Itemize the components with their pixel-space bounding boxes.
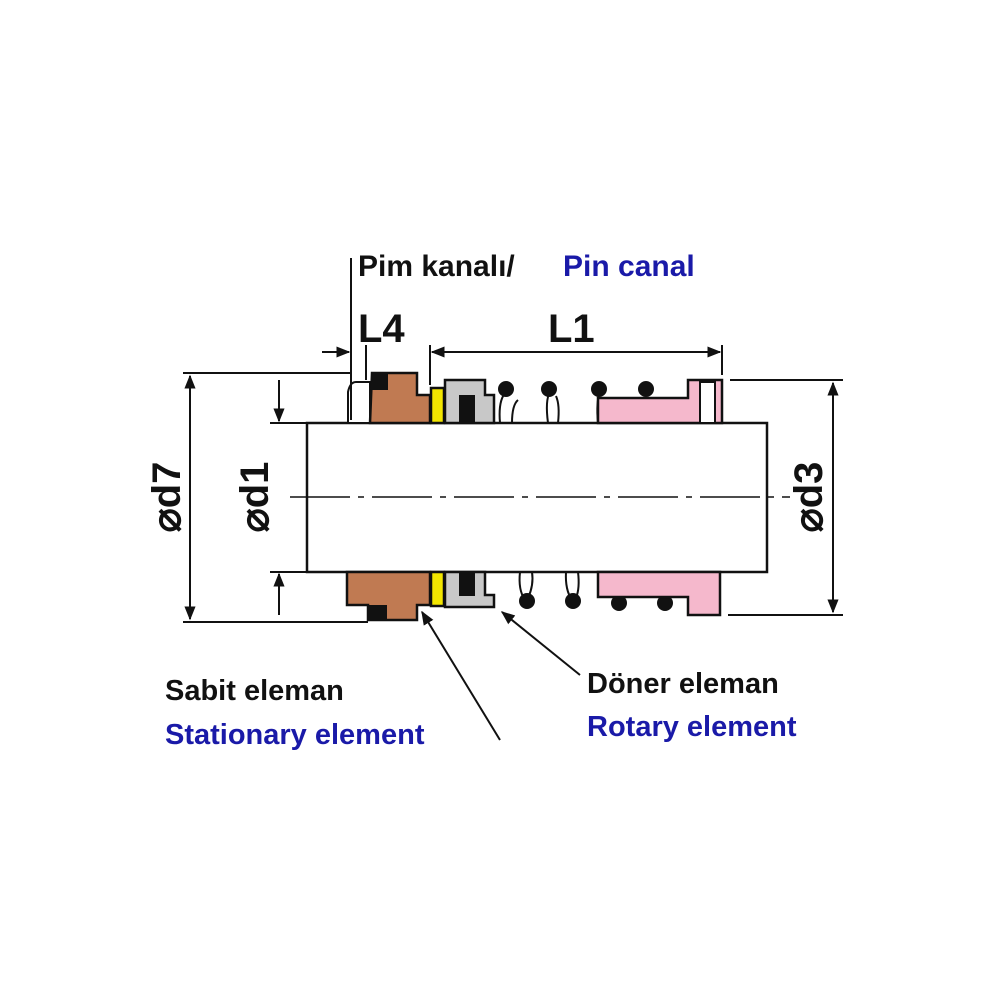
pin-slot <box>699 381 716 424</box>
leader-stationary <box>421 610 501 741</box>
seal-face-bottom <box>429 570 446 608</box>
leader-rotary <box>500 611 581 676</box>
rotary-label-en: Rotary element <box>587 711 797 743</box>
retainer-top <box>596 378 724 425</box>
o-ring-top <box>371 374 388 390</box>
stationary-label-en: Stationary element <box>165 719 425 751</box>
o-ring-bottom <box>368 605 387 621</box>
dimension-lines <box>183 258 843 741</box>
springs <box>498 381 673 611</box>
rotary-element <box>443 378 724 617</box>
d3-label: ⌀d3 <box>787 462 831 533</box>
stationary-label-tr: Sabit eleman <box>165 675 344 707</box>
seal-face-top <box>429 386 446 425</box>
l1-label: L1 <box>548 307 595 351</box>
labels: Pim kanalı/ Pin canal L4 L1 ⌀d7 ⌀d1 ⌀d3 … <box>145 250 831 751</box>
pin-canal-label-tr: Pim kanalı/ <box>358 250 515 283</box>
l4-label: L4 <box>358 307 405 351</box>
d1-label: ⌀d1 <box>233 462 277 533</box>
pin-canal-label-en: Pin canal <box>563 250 695 283</box>
d7-label: ⌀d7 <box>145 462 189 533</box>
stationary-element <box>345 371 432 622</box>
rotary-label-tr: Döner eleman <box>587 668 779 700</box>
retainer-bottom <box>596 570 722 617</box>
